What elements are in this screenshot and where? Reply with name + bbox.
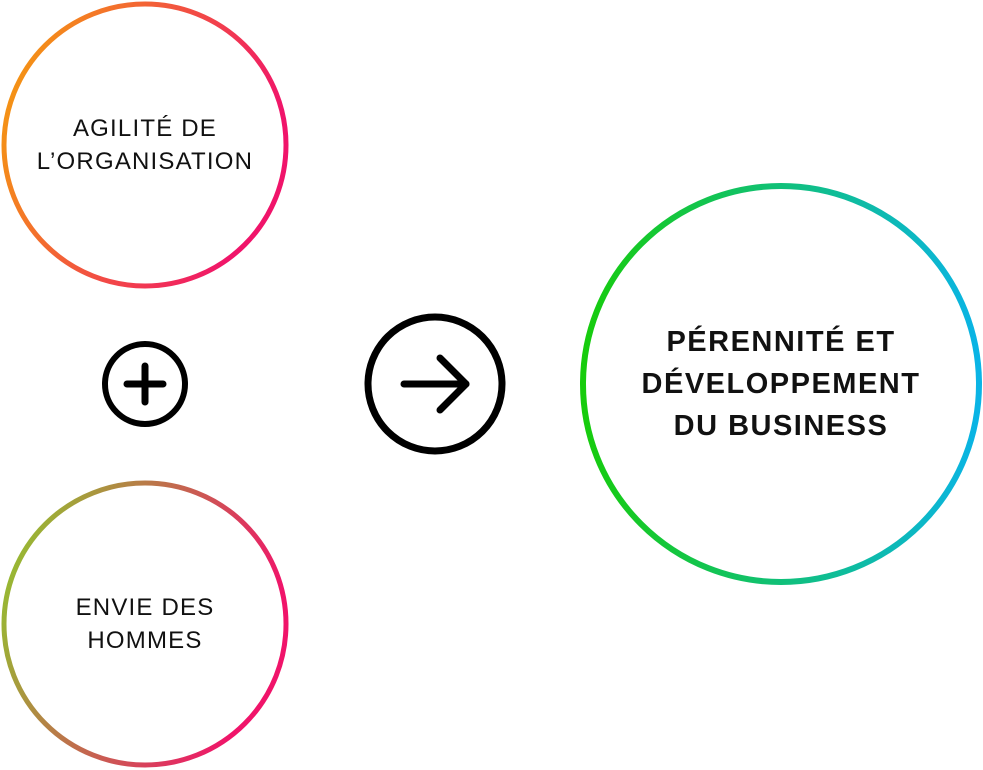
business-label-line-1: PÉRENNITÉ ET (666, 326, 896, 358)
people-circle (1, 480, 289, 768)
people-label: ENVIE DES HOMMES (4, 484, 286, 764)
agility-label-line-2: L’ORGANISATION (36, 148, 254, 175)
arrow-right-circle-icon (364, 313, 506, 455)
agility-circle (1, 1, 289, 289)
business-label-line-2: DÉVELOPPEMENT (641, 368, 921, 400)
business-label-line-3: DU BUSINESS (673, 410, 889, 442)
agility-label: AGILITÉ DE L’ORGANISATION (4, 4, 286, 286)
business-circle (580, 183, 982, 585)
plus-circle-icon (102, 341, 188, 427)
agility-label-line-1: AGILITÉ DE (72, 115, 218, 142)
business-label: PÉRENNITÉ ET DÉVELOPPEMENT DU BUSINESS (583, 186, 979, 582)
people-label-line-2: HOMMES (87, 627, 203, 654)
people-label-line-1: ENVIE DES (75, 594, 215, 621)
